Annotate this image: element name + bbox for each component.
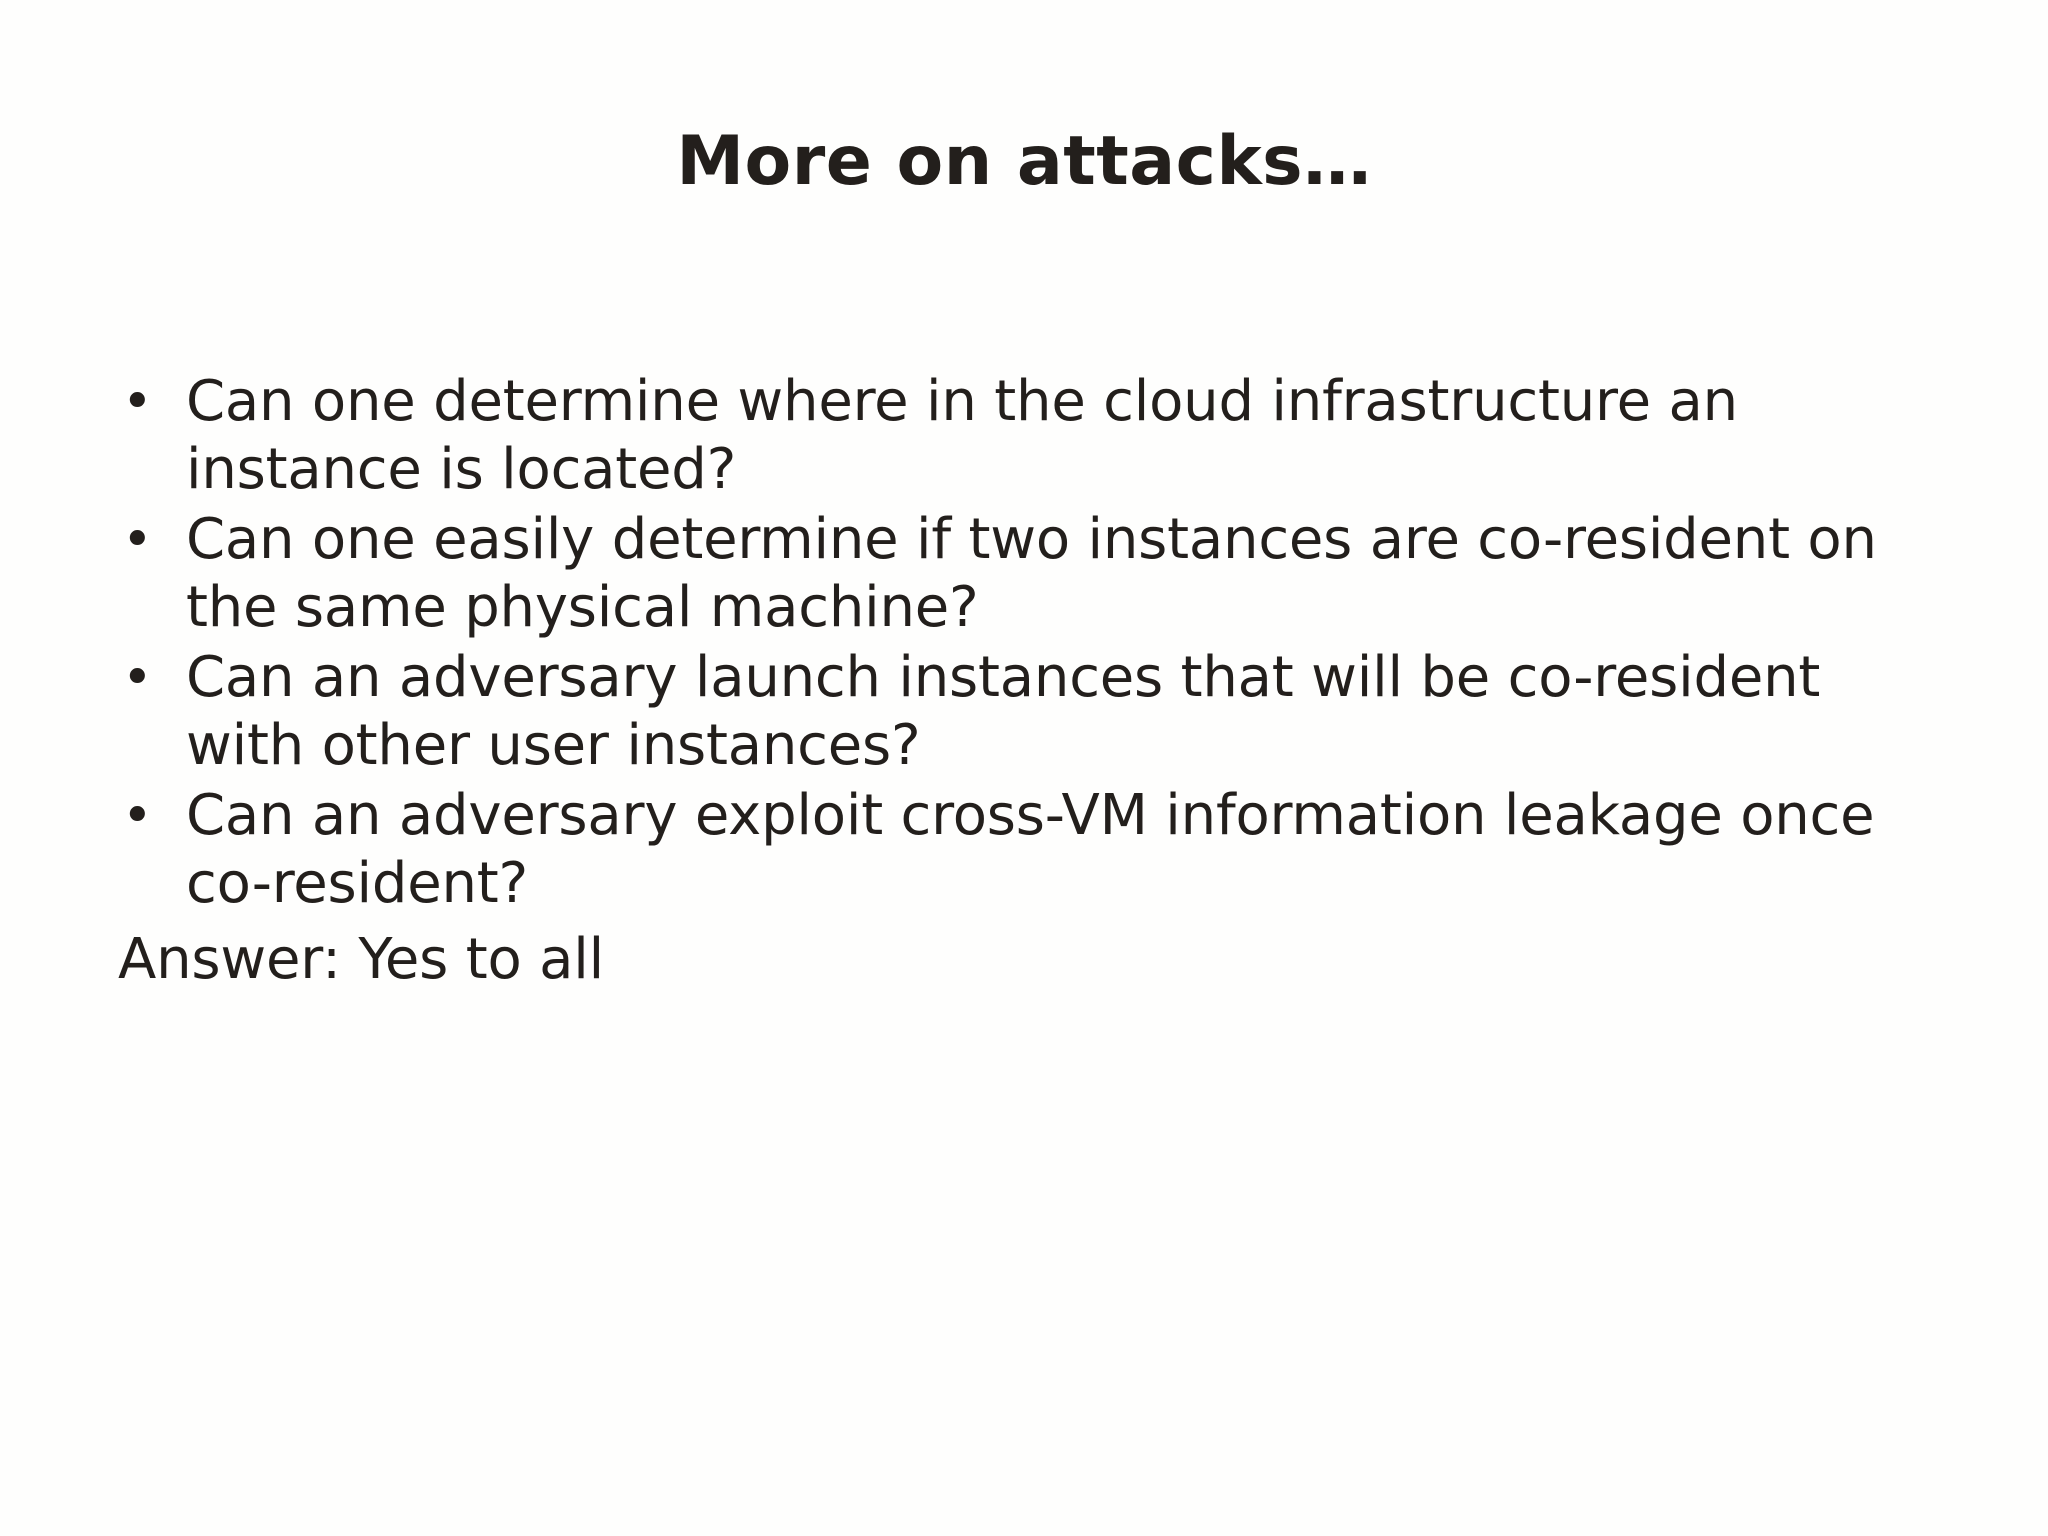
bullet-text: Can one easily determine if two instance… [186,507,1877,640]
bullet-text: Can an adversary launch instances that w… [186,645,1821,778]
list-item: • Can an adversary launch instances that… [118,644,1928,780]
bullet-point-icon: • [122,648,153,708]
list-item: • Can one easily determine if two instan… [118,506,1928,642]
list-item: • Can an adversary exploit cross-VM info… [118,782,1928,918]
bullet-point-icon: • [122,786,153,846]
slide-title: More on attacks… [676,122,1372,201]
bullet-point-icon: • [122,510,153,570]
slide-body: • Can one determine where in the cloud i… [118,368,1928,994]
answer-text: Answer: Yes to all [118,927,604,992]
answer-line: Answer: Yes to all [118,926,1928,994]
list-item: • Can one determine where in the cloud i… [118,368,1928,504]
bullet-text: Can one determine where in the cloud inf… [186,369,1738,502]
bullet-point-icon: • [122,372,153,432]
bullet-text: Can an adversary exploit cross-VM inform… [186,783,1875,916]
